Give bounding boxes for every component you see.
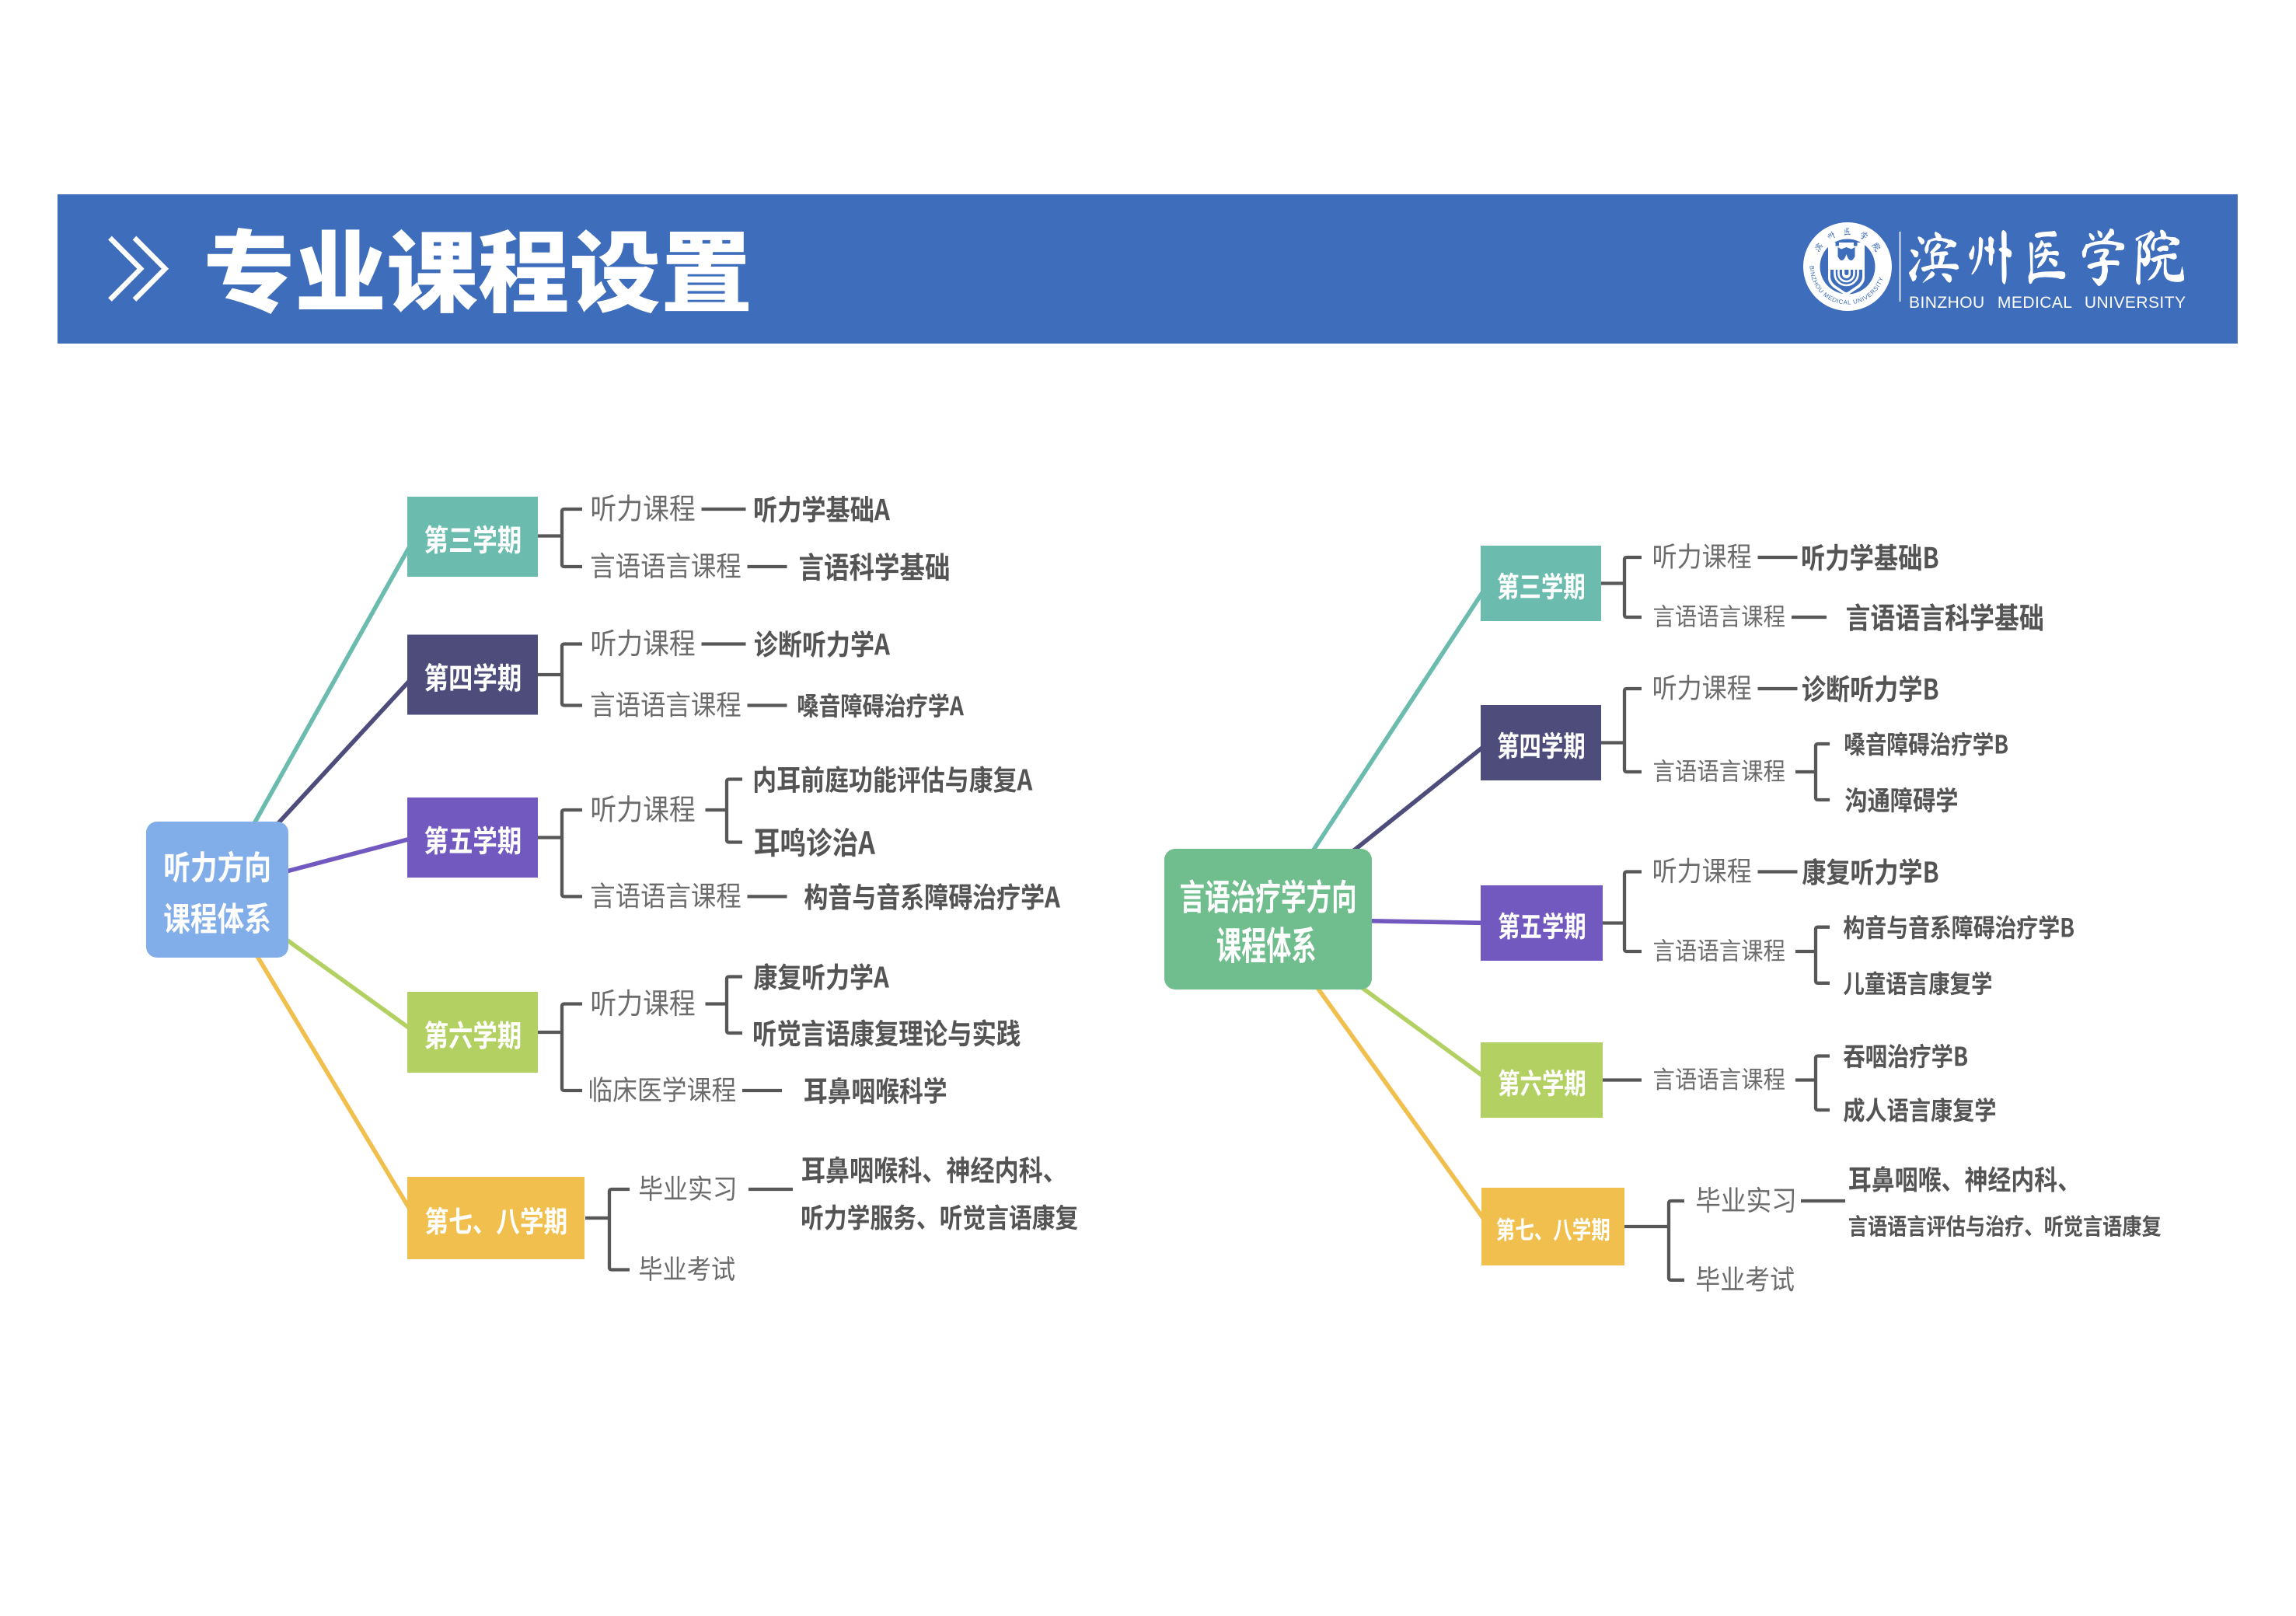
svg-text:BINZHOU MEDICAL UNIVERSITY: BINZHOU MEDICAL UNIVERSITY <box>1909 294 2186 312</box>
